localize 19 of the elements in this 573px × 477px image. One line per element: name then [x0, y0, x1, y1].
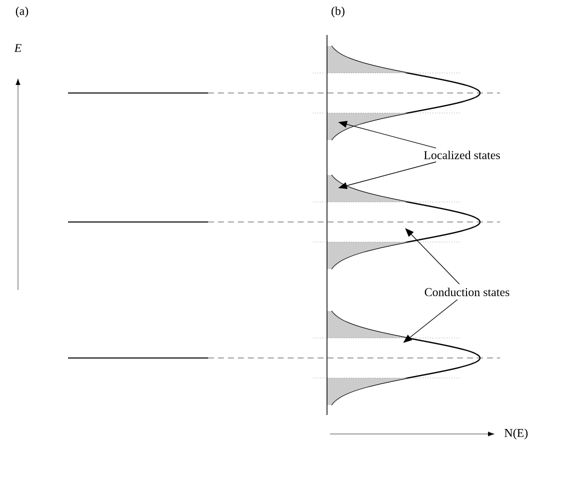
shaded-tail [327, 310, 408, 338]
density-curve [331, 174, 481, 270]
leader-line [338, 162, 436, 190]
callout-text: Localized states [424, 150, 500, 160]
shaded-tail [327, 46, 408, 73]
density-curve [331, 310, 481, 406]
density-curve [331, 46, 481, 140]
leader-line [403, 299, 458, 343]
shaded-tail [327, 112, 408, 140]
shaded-tail [327, 174, 408, 202]
panel-label: (b) [332, 6, 344, 18]
leader-line [405, 228, 460, 284]
panel-label: (a) [16, 6, 28, 18]
axis-label: E [14, 44, 22, 52]
shaded-tail [327, 378, 408, 405]
callout-text: Conduction states [424, 288, 510, 296]
shaded-tail [327, 242, 408, 269]
leader-line [338, 120, 436, 148]
axis-label: N(E) [504, 428, 528, 440]
